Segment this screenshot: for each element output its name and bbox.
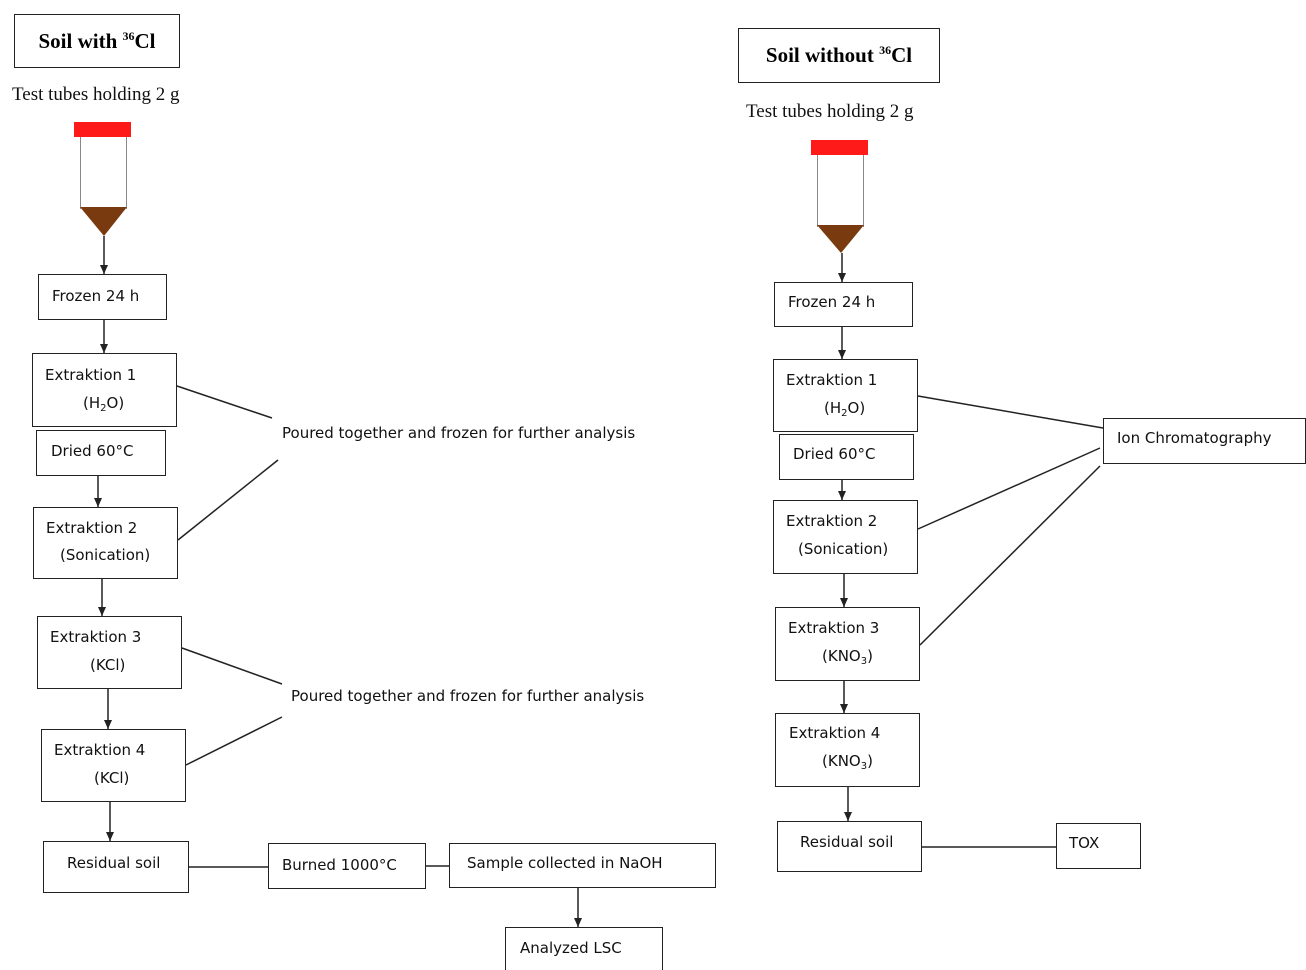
left-dried-box: Dried 60°C	[36, 430, 166, 476]
left-extraction-1-box: Extraktion 1 (H2O)	[32, 353, 177, 427]
line-ext2-to-note1	[177, 459, 279, 541]
ion-chromatography-box: Ion Chromatography	[1103, 418, 1306, 464]
naoh-box: Sample collected in NaOH	[449, 843, 716, 888]
right-title-box: Soil without 36Cl	[738, 28, 940, 83]
burned-box: Burned 1000°C	[268, 843, 426, 889]
tox-box: TOX	[1056, 823, 1141, 869]
left-note-2: Poured together and frozen for further a…	[291, 687, 645, 705]
right-extraction-4-box: Extraktion 4 (KNO3)	[775, 713, 920, 787]
line-ext3-to-note2	[181, 647, 283, 685]
right-tube-label: Test tubes holding 2 g	[746, 101, 914, 122]
line-ext1-to-ion	[917, 395, 1104, 429]
left-frozen-box: Frozen 24 h	[38, 274, 167, 320]
right-extraction-2-box: Extraktion 2 (Sonication)	[773, 500, 918, 574]
line-ext3-to-ion	[919, 465, 1101, 646]
line-ext1-to-note1	[176, 385, 273, 419]
right-extraction-3-box: Extraktion 3 (KNO3)	[775, 607, 920, 681]
right-residual-soil-box: Residual soil	[777, 821, 922, 872]
right-frozen-box: Frozen 24 h	[774, 282, 913, 327]
left-note-1: Poured together and frozen for further a…	[282, 424, 636, 442]
line-ext4-to-note2	[185, 716, 283, 766]
line-ext2-to-ion	[917, 447, 1101, 530]
left-extraction-2-box: Extraktion 2 (Sonication)	[33, 507, 178, 579]
right-title-text: Soil without 36Cl	[765, 43, 913, 67]
left-residual-soil-box: Residual soil	[43, 841, 189, 893]
left-extraction-4-box: Extraktion 4 (KCl)	[41, 729, 186, 802]
left-title-text: Soil with 36Cl	[38, 28, 156, 53]
right-dried-box: Dried 60°C	[779, 434, 914, 480]
left-title-box: Soil with 36Cl	[14, 14, 180, 68]
lsc-box: Analyzed LSC	[505, 927, 663, 970]
right-extraction-1-box: Extraktion 1 (H2O)	[773, 359, 918, 432]
left-tube-label: Test tubes holding 2 g	[12, 84, 180, 105]
left-extraction-3-box: Extraktion 3 (KCl)	[37, 616, 182, 689]
